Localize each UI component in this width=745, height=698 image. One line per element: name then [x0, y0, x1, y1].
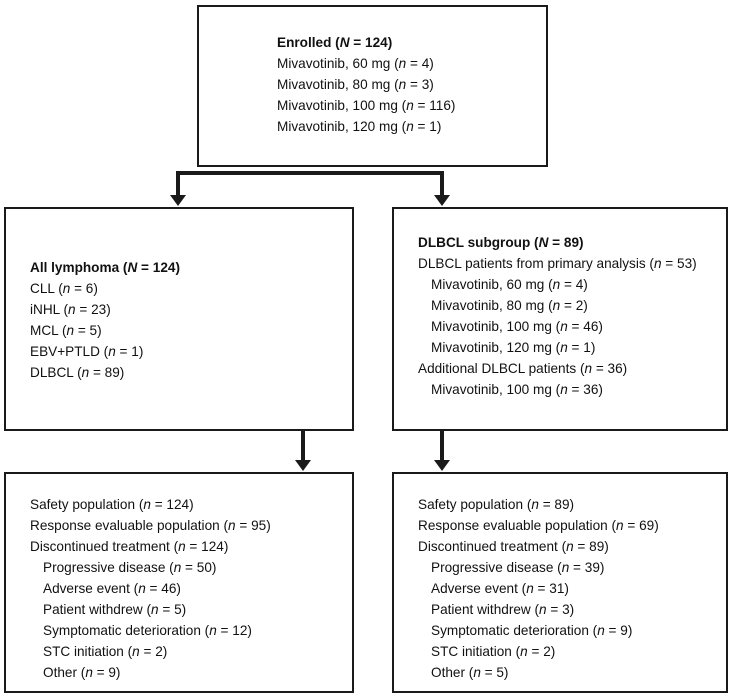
box-text-line: Mivavotinib, 120 mg (n = 1) [431, 340, 596, 355]
box-text-line: Symptomatic deterioration (n = 12) [43, 623, 252, 638]
box-text-line: Symptomatic deterioration (n = 9) [431, 623, 633, 638]
all-lymphoma-to-outcomes-arrowhead [295, 460, 311, 471]
box-text-line: Mivavotinib, 80 mg (n = 3) [277, 77, 434, 92]
dlbcl-outcomes-box: Safety population (n = 89) Response evalu… [392, 472, 728, 693]
box-heading-line: All lymphoma (N = 124) [30, 260, 180, 275]
box-text-line: DLBCL (n = 89) [30, 365, 125, 380]
enrolled-to-all-lymphoma-stem [176, 171, 180, 195]
all-lymphoma-outcomes-box: Safety population (n = 124) Response eval… [4, 472, 354, 693]
all-lymphoma-outcomes-box-lines: Safety population (n = 124) Response eval… [30, 494, 376, 683]
box-text-line: Mivavotinib, 100 mg (n = 36) [431, 382, 603, 397]
box-text-line: Progressive disease (n = 39) [431, 560, 605, 575]
all-lymphoma-box-lines: All lymphoma (N = 124) CLL (n = 6) iNHL (n… [30, 257, 376, 383]
box-text-line: Adverse event (n = 46) [43, 581, 181, 596]
box-text-line: Adverse event (n = 31) [431, 581, 569, 596]
dlbcl-subgroup-box: DLBCL subgroup (N = 89) DLBCL patients fr… [392, 207, 728, 431]
box-text-line: Response evaluable population (n = 69) [418, 518, 659, 533]
box-text-line: STC initiation (n = 2) [43, 644, 168, 659]
enrolled-to-dlbcl-subgroup-stem [440, 171, 444, 195]
box-text-line: Patient withdrew (n = 3) [431, 602, 575, 617]
box-text-line: Mivavotinib, 60 mg (n = 4) [277, 56, 434, 71]
box-text-line: Other (n = 9) [43, 665, 121, 680]
box-text-line: MCL (n = 5) [30, 323, 102, 338]
box-text-line: DLBCL patients from primary analysis (n … [418, 256, 697, 271]
box-text-line: Mivavotinib, 60 mg (n = 4) [431, 277, 588, 292]
all-lymphoma-box: All lymphoma (N = 124) CLL (n = 6) iNHL (n… [4, 207, 354, 431]
dlbcl-subgroup-to-outcomes-stem [440, 431, 444, 460]
dlbcl-subgroup-to-outcomes-arrowhead [434, 460, 450, 471]
enrolled-to-all-lymphoma-arrowhead [170, 195, 186, 206]
box-text-line: iNHL (n = 23) [30, 302, 111, 317]
enrolled-split-horizontal-bar [176, 171, 444, 175]
box-heading-line: Enrolled (N = 124) [277, 35, 393, 50]
box-text-line: Mivavotinib, 120 mg (n = 1) [277, 119, 442, 134]
box-text-line: EBV+PTLD (n = 1) [30, 344, 144, 359]
box-text-line: Patient withdrew (n = 5) [43, 602, 187, 617]
box-text-line: Safety population (n = 89) [418, 497, 575, 512]
all-lymphoma-to-outcomes-stem [301, 431, 305, 460]
box-text-line: Mivavotinib, 100 mg (n = 46) [431, 319, 603, 334]
box-text-line: Response evaluable population (n = 95) [30, 518, 271, 533]
box-text-line: Safety population (n = 124) [30, 497, 194, 512]
box-text-line: Discontinued treatment (n = 124) [30, 539, 229, 554]
enrolled-box-lines: Enrolled (N = 124) Mivavotinib, 60 mg (n … [277, 32, 624, 137]
box-text-line: Discontinued treatment (n = 89) [418, 539, 609, 554]
box-text-line: Mivavotinib, 80 mg (n = 2) [431, 298, 588, 313]
box-text-line: CLL (n = 6) [30, 281, 98, 296]
dlbcl-subgroup-box-lines: DLBCL subgroup (N = 89) DLBCL patients fr… [418, 232, 745, 400]
enrolled-box: Enrolled (N = 124) Mivavotinib, 60 mg (n … [197, 5, 548, 167]
box-text-line: Additional DLBCL patients (n = 36) [418, 361, 628, 376]
box-text-line: Other (n = 5) [431, 665, 509, 680]
box-text-line: STC initiation (n = 2) [431, 644, 556, 659]
box-text-line: Progressive disease (n = 50) [43, 560, 217, 575]
box-text-line: Mivavotinib, 100 mg (n = 116) [277, 98, 456, 113]
box-heading-line: DLBCL subgroup (N = 89) [418, 235, 584, 250]
dlbcl-outcomes-box-lines: Safety population (n = 89) Response evalu… [418, 494, 745, 683]
enrolled-to-dlbcl-subgroup-arrowhead [434, 195, 450, 206]
